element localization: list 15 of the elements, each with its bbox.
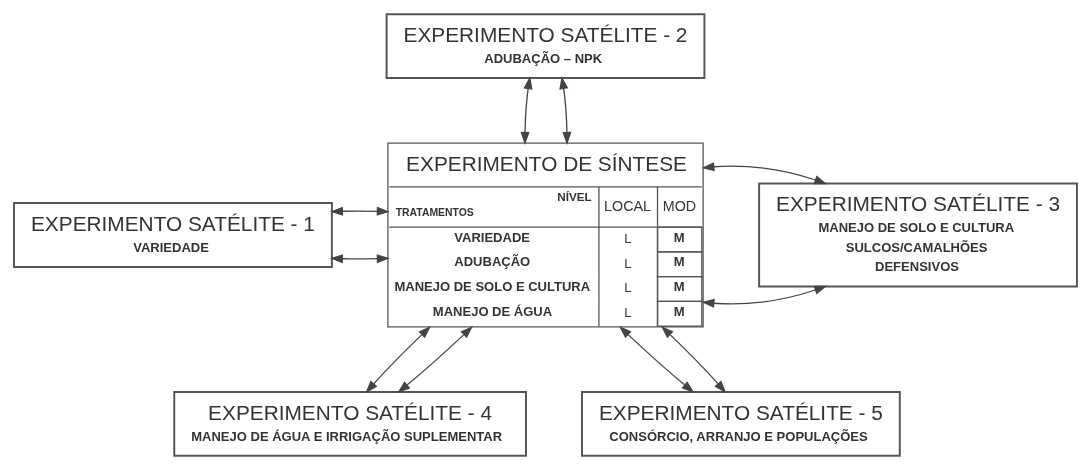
node-box: EXPERIMENTO SATÉLITE - 2 ADUBAÇÃO – NPK — [385, 13, 706, 79]
node-box: EXPERIMENTO SATÉLITE - 4 MANEJO DE ÁGUA E IRRIGAÇÃO SUPLEMENTAR — [173, 391, 527, 457]
arrow — [618, 325, 695, 394]
arrow — [701, 162, 828, 185]
node-box: EXPERIMENTO SATÉLITE - 5 CONSÓRCIO, ARRANJO E POPULAÇÕES — [581, 391, 901, 457]
node-box: EXPERIMENTO SATÉLITE - 3 MANEJO DE SOLO E CULTURA SULCOS/CAMALHÕES DEFENSIVOS — [758, 182, 1078, 288]
arrow — [559, 76, 572, 145]
arrow — [701, 285, 828, 308]
arrow — [520, 76, 533, 145]
node-box: EXPERIMENTO SATÉLITE - 1 VARIEDADE — [13, 202, 333, 268]
arrow — [397, 325, 473, 394]
arrow — [329, 206, 390, 216]
arrow — [329, 254, 390, 264]
arrow — [365, 325, 431, 394]
arrow — [660, 325, 727, 394]
